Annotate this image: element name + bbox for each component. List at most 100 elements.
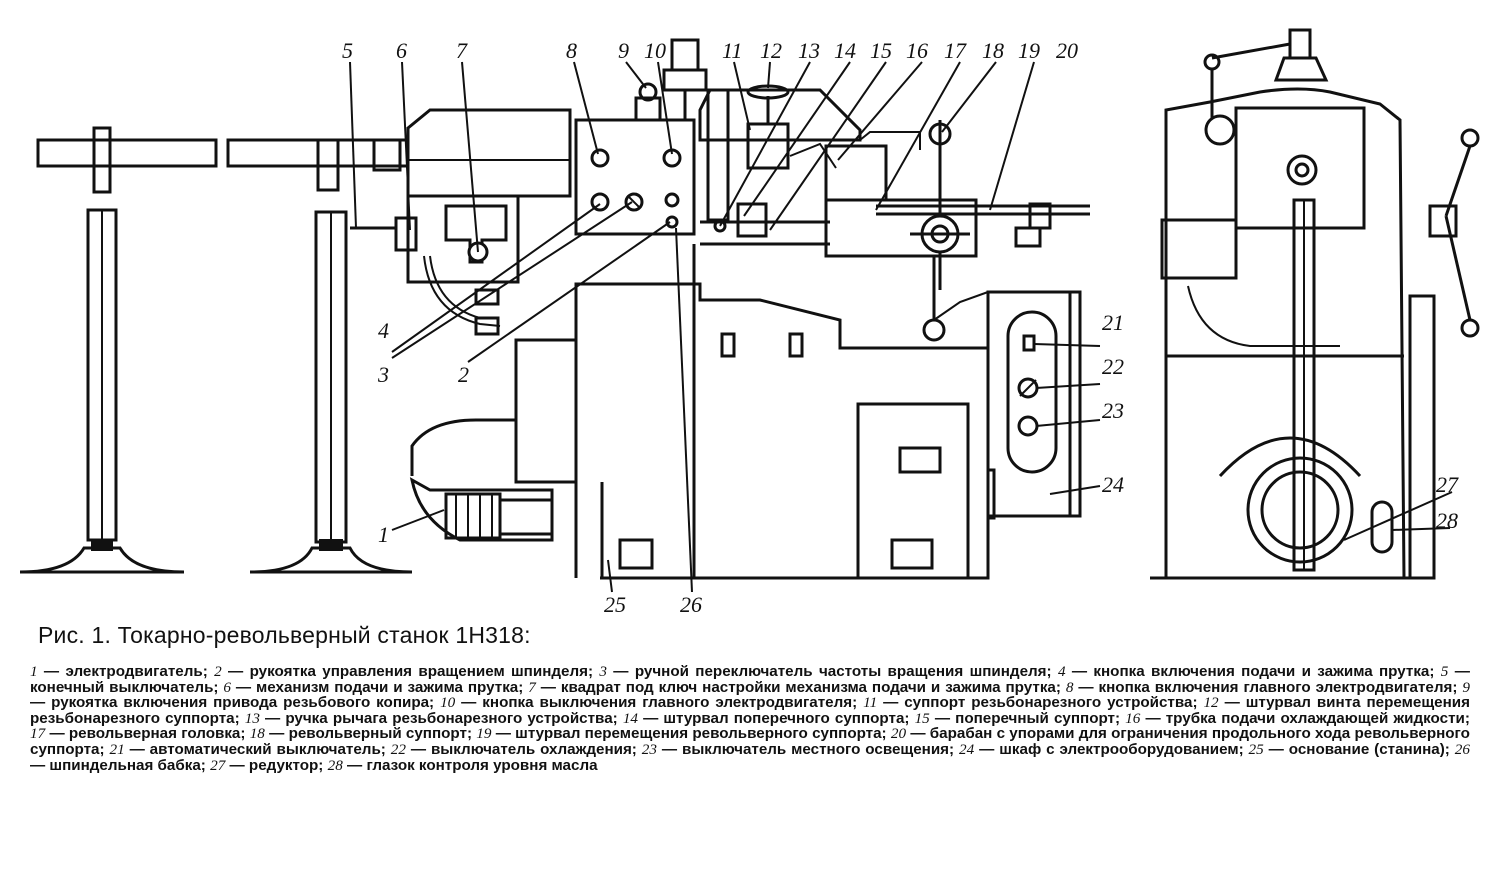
legend-item-12: 12 — штурвал винта перемещения резьбонар… <box>30 694 1470 727</box>
legend-item-text: выключатель местного освещения; <box>682 740 955 758</box>
callout-28: 28 <box>1436 508 1458 533</box>
callout-24: 24 <box>1102 472 1124 497</box>
callout-25: 25 <box>604 592 626 615</box>
legend-item-text: основание (станина); <box>1288 740 1450 758</box>
callout-22: 22 <box>1102 354 1124 379</box>
legend-item-number: 1 <box>30 663 38 680</box>
legend-item-number: 27 <box>210 756 226 774</box>
legend-item-number: 4 <box>1057 663 1066 680</box>
base <box>410 244 996 580</box>
legend-item-text: ручной переключатель частоты вращения шп… <box>634 663 1052 680</box>
legend-item-22: 22 — выключатель охлаждения; <box>390 740 637 758</box>
legend-item-number: 15 <box>914 709 930 727</box>
legend-item-26: 26 — шпиндельная бабка; <box>30 740 1470 774</box>
callout-7: 7 <box>456 38 468 63</box>
legend-item-number: 21 <box>109 740 125 758</box>
legend-item-number: 9 <box>1462 678 1470 696</box>
legend-item-16: 16 — трубка подачи охлаждающей жидкости; <box>1125 709 1470 727</box>
legend-item-number: 5 <box>1440 663 1449 680</box>
callout-13: 13 <box>798 38 820 63</box>
callout-4: 4 <box>378 318 389 343</box>
lathe-drawing: 1 2 3 4 5 6 7 8 9 10 11 12 13 14 15 16 1… <box>19 28 1480 615</box>
callout-20: 20 <box>1056 38 1078 63</box>
legend-item-14: 14 — штурвал поперечного суппорта; <box>622 709 910 727</box>
legend-item-text: рукоятка включения привода резьбового ко… <box>51 694 435 712</box>
legend-item-number: 16 <box>1125 709 1141 727</box>
legend-item-text: глазок контроля уровня масла <box>366 756 598 774</box>
legend-item-text: кнопка выключения главного электродвигат… <box>482 694 858 712</box>
legend-item-number: 2 <box>214 663 222 680</box>
callout-2: 2 <box>458 362 469 387</box>
legend-item-23: 23 — выключатель местного освещения; <box>641 740 955 758</box>
legend-item-number: 25 <box>1248 740 1264 758</box>
legend-item-number: 22 <box>390 740 406 758</box>
callout-16: 16 <box>906 38 928 63</box>
figure-legend: 1 — электродвигатель; 2 — рукоятка управ… <box>30 664 1470 773</box>
legend-item-text: рукоятка управления вращением шпинделя; <box>249 663 594 680</box>
threading-unit <box>698 84 862 246</box>
legend-item-text: квадрат под ключ настройки механизма под… <box>560 678 1061 696</box>
legend-item-text: кнопка включения главного электродвигате… <box>1098 678 1458 696</box>
callout-19: 19 <box>1018 38 1040 63</box>
legend-item-text: поперечный суппорт; <box>955 709 1121 727</box>
legend-item-24: 24 — шкаф с электрооборудованием; <box>959 740 1244 758</box>
callout-5: 5 <box>342 38 353 63</box>
legend-item-28: 28 — глазок контроля уровня масла <box>327 756 598 774</box>
legend-item-text: трубка подачи охлаждающей жидкости; <box>1165 709 1470 727</box>
legend-item-7: 7 — квадрат под ключ настройки механизма… <box>528 678 1061 696</box>
legend-item-text: ручка рычага резьбонарезного устройства; <box>285 709 618 727</box>
legend-item-number: 8 <box>1065 678 1074 696</box>
legend-item-number: 14 <box>622 709 638 727</box>
legend-item-number: 7 <box>528 678 536 696</box>
legend-item-text: шпиндельная бабка; <box>49 756 206 774</box>
legend-item-text: автоматический выключатель; <box>149 740 386 758</box>
legend-item-3: 3 — ручной переключатель частоты вращени… <box>599 663 1052 680</box>
legend-item-1: 1 — электродвигатель; <box>30 663 208 680</box>
legend-item-27: 27 — редуктор; <box>210 756 324 774</box>
legend-item-8: 8 — кнопка включения главного электродви… <box>1065 678 1458 696</box>
legend-item-number: 13 <box>244 709 260 727</box>
legend-item-text: электродвигатель; <box>65 663 208 680</box>
callout-18: 18 <box>982 38 1004 63</box>
legend-item-2: 2 — рукоятка управления вращением шпинде… <box>214 663 594 680</box>
legend-item-text: штурвал поперечного суппорта; <box>663 709 910 727</box>
front-view <box>19 38 1101 593</box>
turret-slide <box>824 120 1090 342</box>
callout-17: 17 <box>944 38 967 63</box>
leader-lines <box>349 61 1101 593</box>
motor <box>409 477 554 542</box>
callout-14: 14 <box>834 38 856 63</box>
callout-labels: 1 2 3 4 5 6 7 8 9 10 11 12 13 14 15 16 1… <box>342 38 1459 615</box>
legend-item-number: 18 <box>249 725 265 743</box>
callout-9: 9 <box>618 38 629 63</box>
callout-12: 12 <box>760 38 782 63</box>
callout-27: 27 <box>1436 472 1459 497</box>
legend-item-17: 17 — револьверная головка; <box>30 725 246 743</box>
legend-item-text: кнопка включения подачи и зажима прутка; <box>1093 663 1435 680</box>
legend-item-number: 23 <box>641 740 657 758</box>
legend-item-10: 10 — кнопка выключения главного электрод… <box>440 694 858 712</box>
legend-item-13: 13 — ручка рычага резьбонарезного устрой… <box>244 709 618 727</box>
legend-item-text: механизм подачи и зажима прутка; <box>256 678 524 696</box>
control-panel <box>574 38 708 236</box>
side-view <box>1150 28 1480 580</box>
callout-26: 26 <box>680 592 702 615</box>
callout-11: 11 <box>722 38 742 63</box>
legend-item-number: 6 <box>223 678 231 696</box>
legend-item-text: барабан с упорами для ограничения продол… <box>30 725 1470 758</box>
callout-21: 21 <box>1102 310 1124 335</box>
legend-item-15: 15 — поперечный суппорт; <box>914 709 1121 727</box>
legend-item-text: выключатель охлаждения; <box>430 740 637 758</box>
legend-item-number: 19 <box>476 725 492 743</box>
callout-15: 15 <box>870 38 892 63</box>
electrical-cabinet <box>933 290 1082 518</box>
legend-item-19: 19 — штурвал перемещения револьверного с… <box>476 725 887 743</box>
legend-item-6: 6 — механизм подачи и зажима прутка; <box>223 678 524 696</box>
callout-6: 6 <box>396 38 407 63</box>
legend-item-text: штурвал перемещения револьверного суппор… <box>515 725 887 743</box>
legend-item-18: 18 — револьверный суппорт; <box>249 725 473 743</box>
bar-stand-right <box>226 138 413 574</box>
legend-item-number: 26 <box>1454 740 1470 758</box>
legend-item-number: 10 <box>440 694 456 712</box>
legend-item-number: 28 <box>327 756 343 774</box>
